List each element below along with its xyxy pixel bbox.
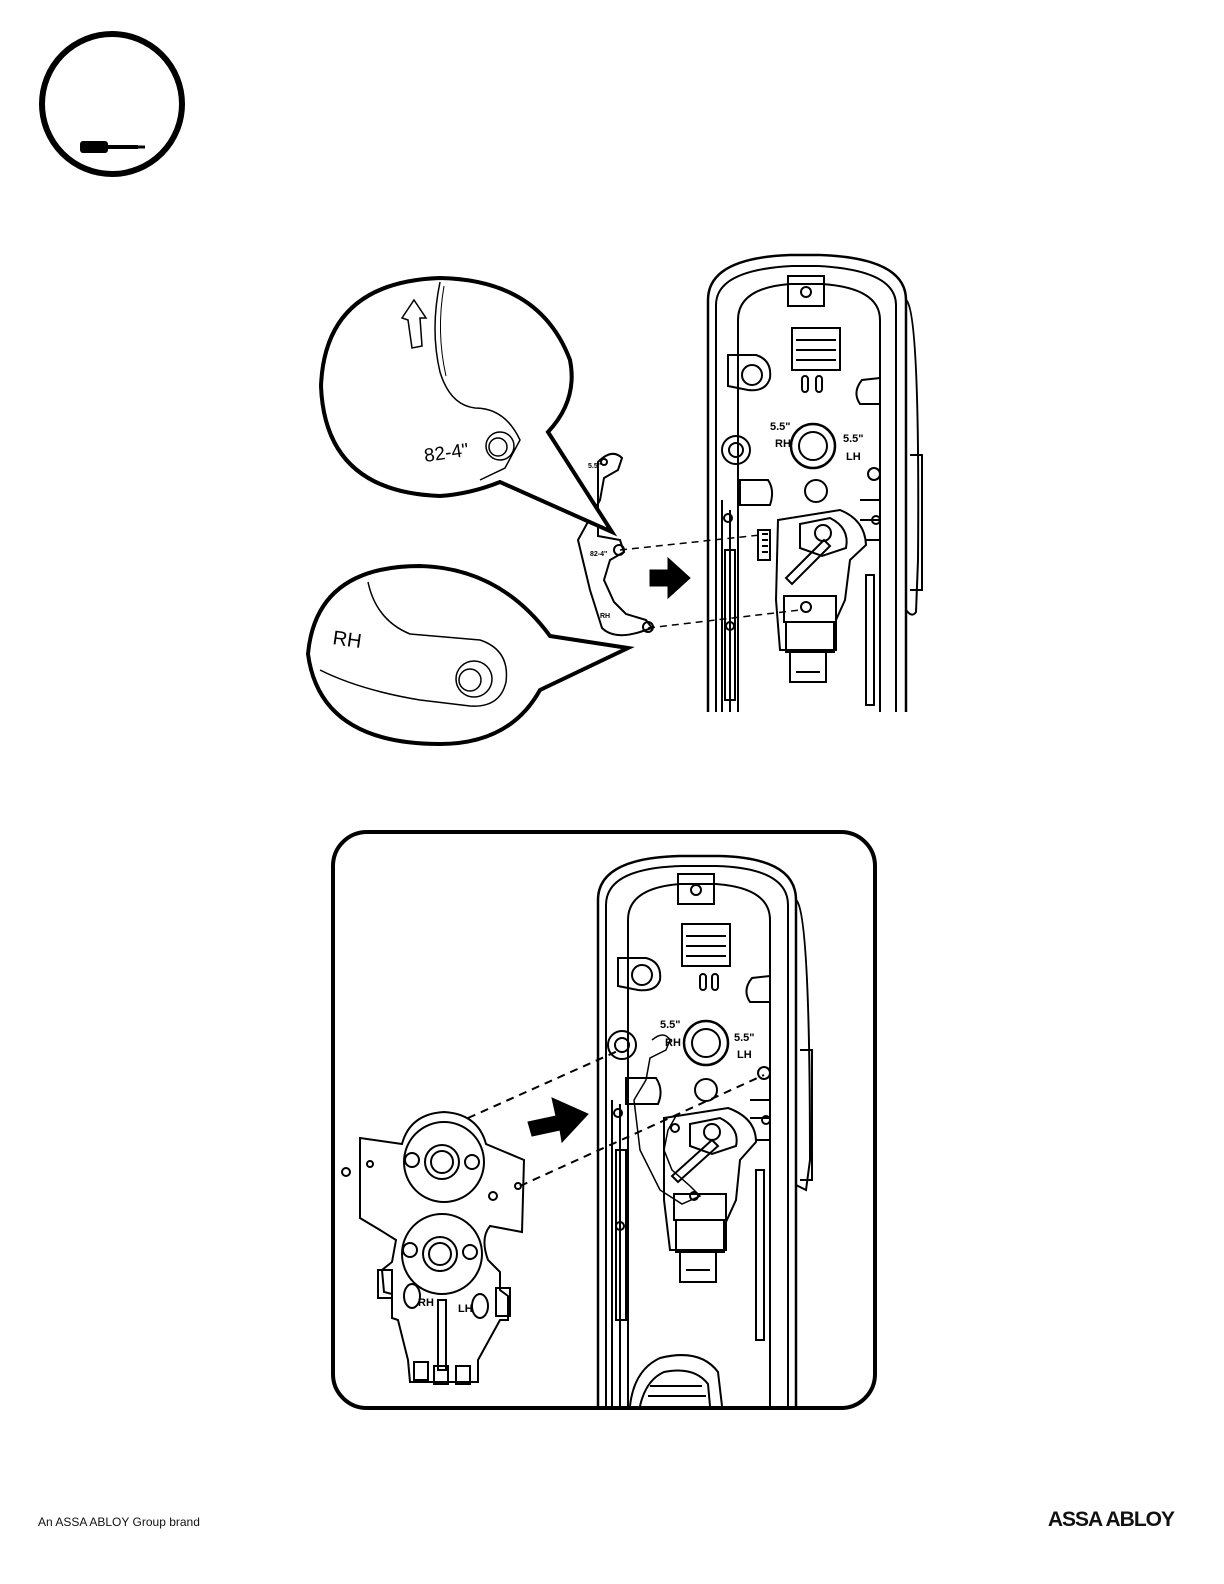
chassis-1-size-left: 5.5" — [770, 421, 791, 433]
chassis-2-size-right: 5.5" — [734, 1032, 755, 1044]
insert-arrow-icon — [650, 558, 690, 598]
plate-lh-label: LH — [458, 1303, 473, 1315]
mounting-plate — [342, 1112, 524, 1384]
brand-note: An ASSA ABLOY Group brand — [38, 1515, 200, 1529]
chassis-1-size-right: 5.5" — [843, 433, 864, 445]
assa-abloy-logo: ASSA ABLOY — [1048, 1508, 1174, 1532]
callout-bottom — [308, 566, 628, 744]
figure-1: 5.5" RH 5.5" LH 5.5" 82-4" RH — [308, 255, 922, 744]
callout-bottom-label: RH — [331, 627, 363, 653]
chassis-1-lh-label: LH — [846, 451, 861, 463]
insert-arrow-icon — [528, 1098, 588, 1142]
chassis-1-rh-label: RH — [775, 438, 791, 450]
chassis-2-rh-label: RH — [665, 1037, 681, 1049]
lock-chassis-1 — [708, 255, 922, 712]
lock-chassis-2 — [598, 856, 812, 1406]
chassis-2-lh-label: LH — [737, 1049, 752, 1061]
figure-2: 5.5" RH 5.5" LH — [333, 832, 875, 1408]
chassis-1-labels: 5.5" RH 5.5" LH — [770, 421, 864, 463]
plate-rh-label: RH — [418, 1297, 434, 1309]
callout-top — [321, 278, 612, 532]
hub-plate-small — [578, 454, 653, 635]
plate-label-small: 5.5" — [588, 463, 601, 470]
chassis-2-size-left: 5.5" — [660, 1019, 681, 1031]
plate-label-low: RH — [600, 613, 610, 620]
plate-label-mid: 82-4" — [590, 551, 607, 558]
screwdriver-icon — [80, 141, 145, 153]
screwdriver-tool-badge — [42, 34, 182, 174]
